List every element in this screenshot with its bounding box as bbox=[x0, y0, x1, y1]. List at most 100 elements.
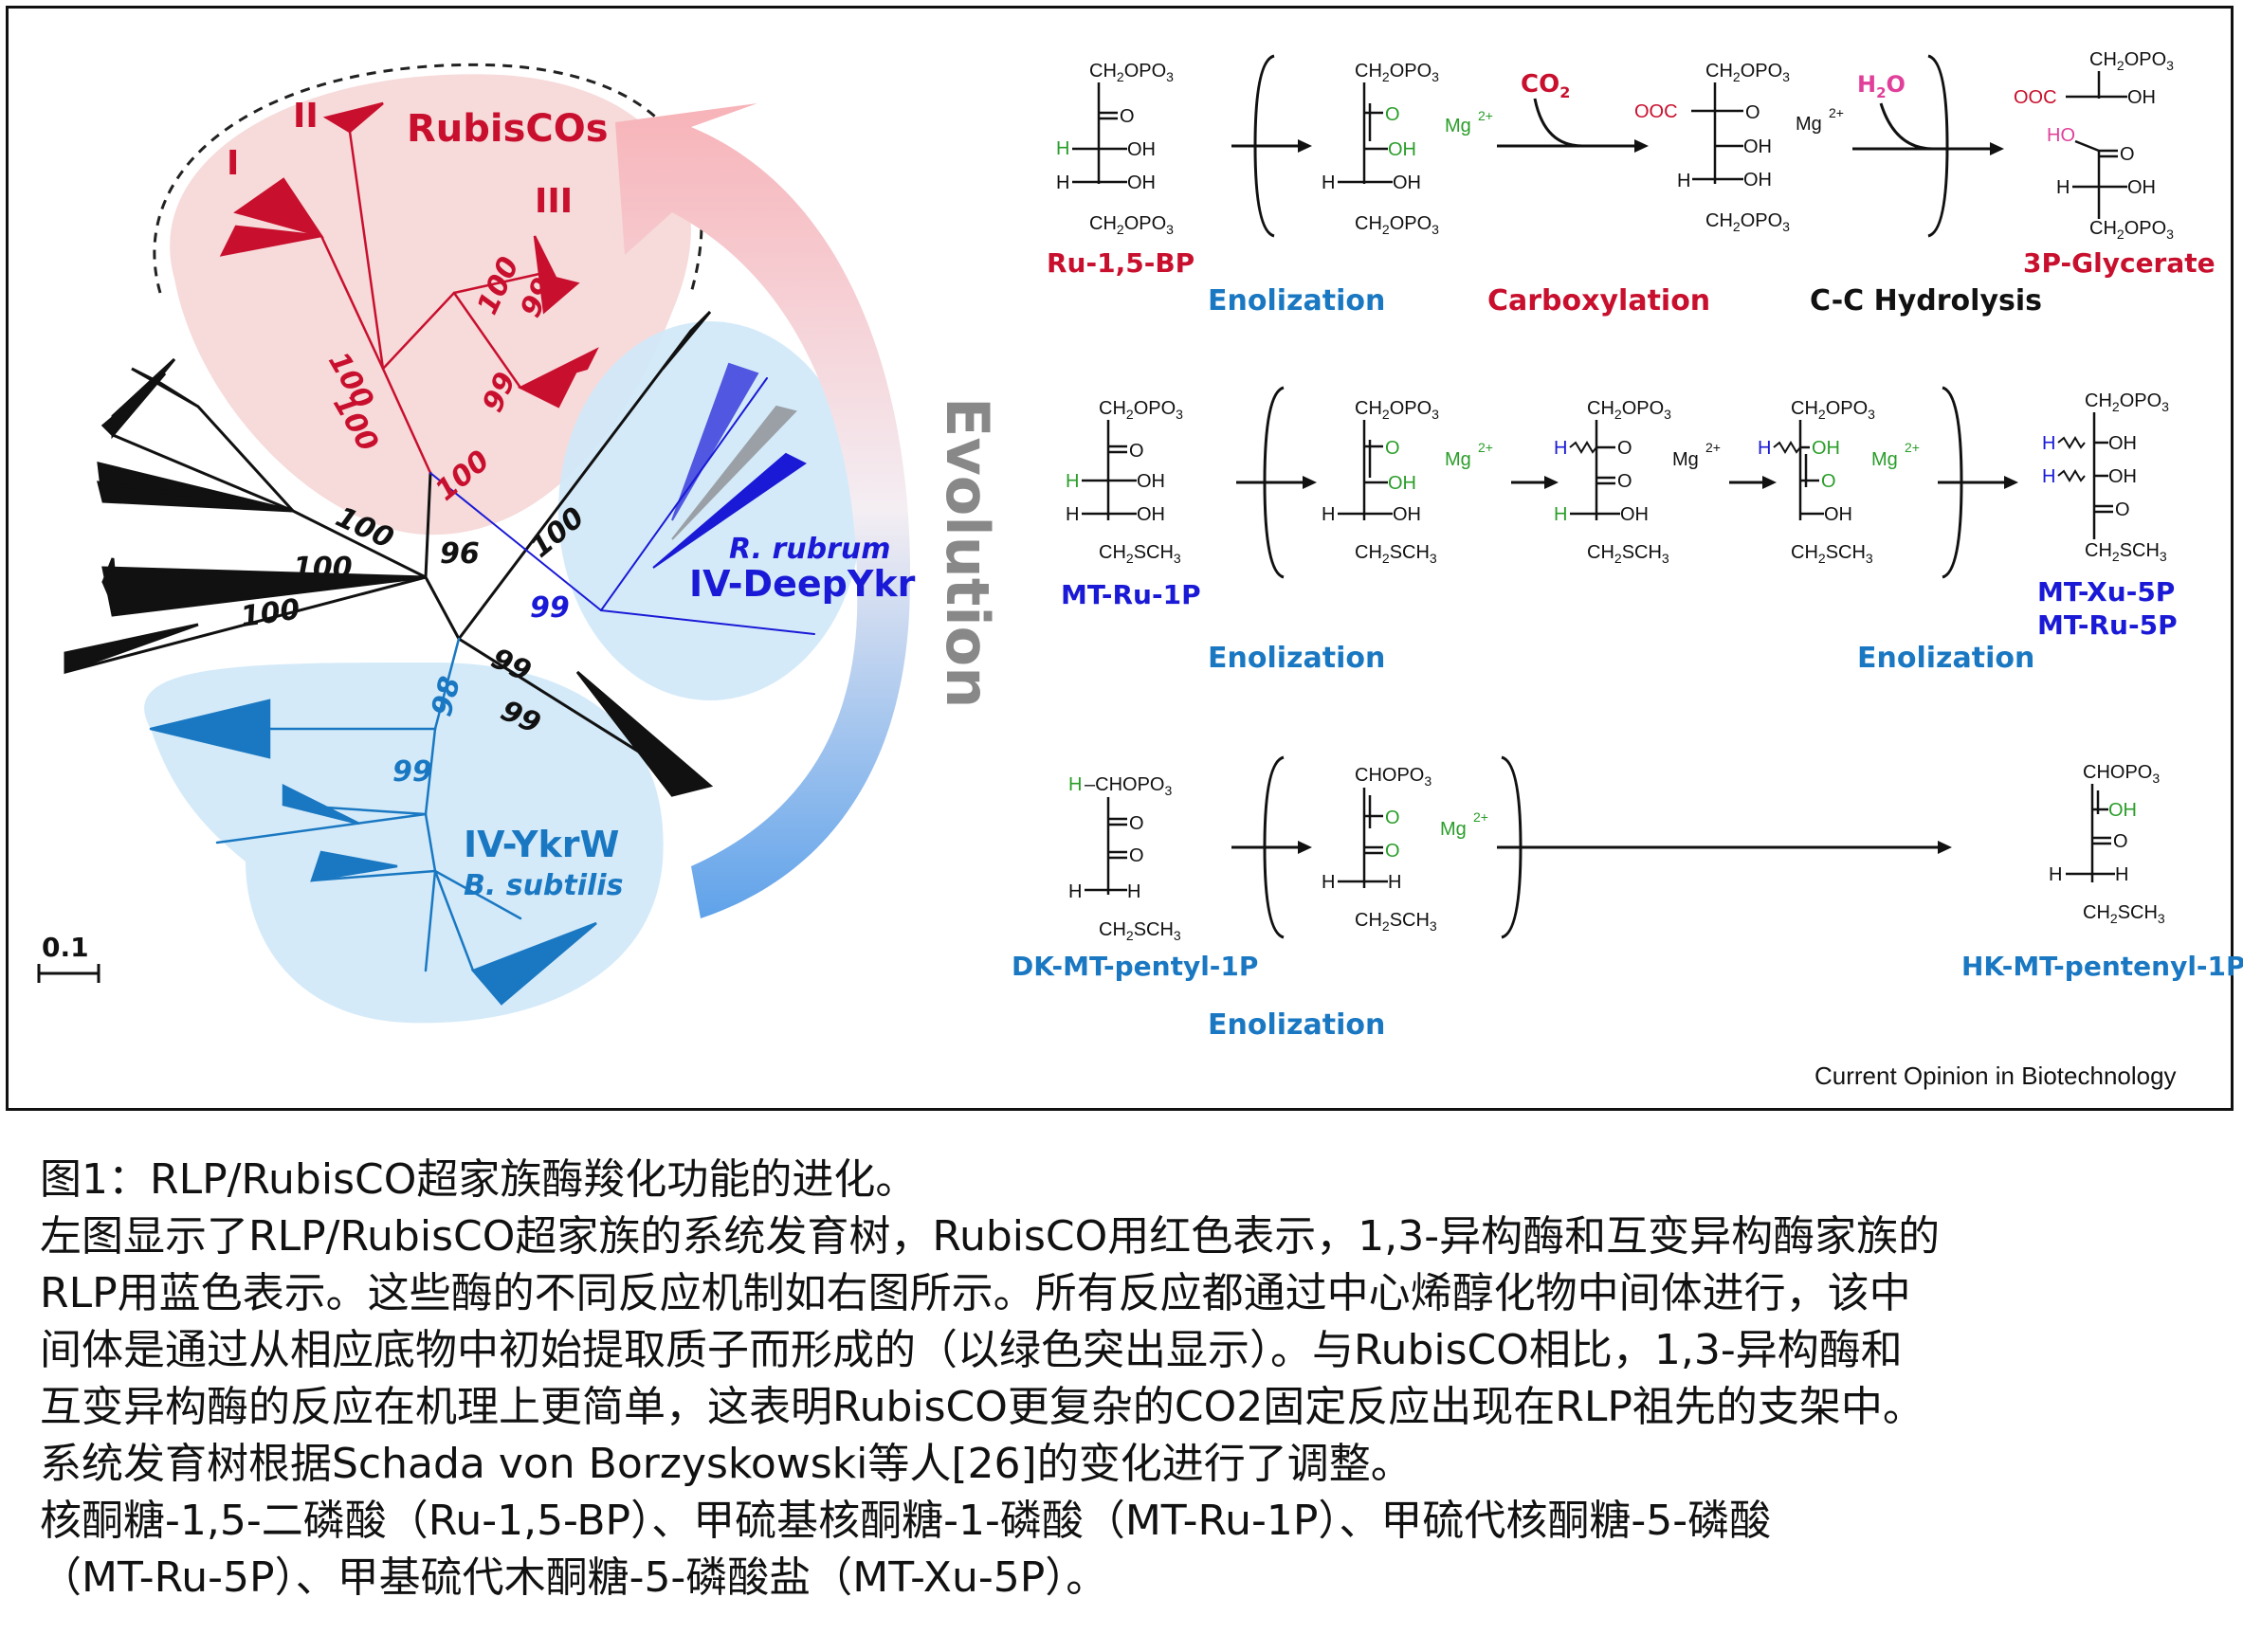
caption-line: 核酮糖-1,5-二磷酸（Ru-1,5-BP）、甲硫基核酮糖-1-磷酸（MT-Ru… bbox=[40, 1497, 1772, 1545]
mtru5p-label: MT-Ru-5P bbox=[2037, 609, 2178, 641]
caption-line: 左图显示了RLP/RubisCO超家族的系统发育树，RubisCO用红色表示，1… bbox=[40, 1212, 1941, 1261]
svg-text:CH2SCH3: CH2SCH3 bbox=[1099, 542, 1181, 566]
ykrw-clade-background bbox=[144, 663, 664, 1024]
svg-text:O: O bbox=[1617, 471, 1632, 492]
svg-text:CH2OPO3: CH2OPO3 bbox=[1705, 61, 1790, 84]
mtxu5p-label: MT-Xu-5P bbox=[2037, 576, 2175, 608]
enediolate-4-structure: CHOPO3 O Mg 2+ O H H CH2SCH3 bbox=[1322, 765, 1488, 934]
svg-text:OH: OH bbox=[1393, 504, 1421, 525]
svg-text:H: H bbox=[2056, 177, 2070, 198]
svg-text:CH2SCH3: CH2SCH3 bbox=[1355, 542, 1437, 566]
svg-text:CH2OPO3: CH2OPO3 bbox=[1099, 398, 1183, 422]
svg-text:O: O bbox=[2113, 831, 2128, 852]
dk-mt-pentyl-1p-structure: H –CHOPO3 O O H H CH2SCH3 bbox=[1068, 774, 1181, 943]
rubisco-clade-dashed-outline bbox=[153, 63, 703, 294]
row2-enolization-1-label: Enolization bbox=[1208, 642, 1385, 675]
row3-enolization-label: Enolization bbox=[1208, 1008, 1385, 1042]
svg-text:O: O bbox=[1745, 102, 1760, 123]
svg-text:O: O bbox=[1385, 841, 1400, 862]
svg-text:CH2OPO3: CH2OPO3 bbox=[2089, 218, 2174, 242]
ykrw-clade-label: IV-YkrW bbox=[464, 824, 619, 865]
svg-text:H: H bbox=[1127, 881, 1140, 902]
form-I-label: I bbox=[227, 144, 239, 183]
ru15bp-structure: CH2OPO3 O H OH H OH CH2OPO3 bbox=[1056, 61, 1174, 237]
svg-text:OH: OH bbox=[2127, 177, 2156, 198]
svg-text:2+: 2+ bbox=[1905, 440, 1920, 455]
caption-line: 间体是通过从相应底物中初始提取质子而形成的（以绿色突出显示）。与RubisCO相… bbox=[40, 1326, 1903, 1374]
journal-credit: Current Opinion in Biotechnology bbox=[1814, 1062, 2177, 1090]
evolution-label: Evolution bbox=[933, 397, 1002, 708]
svg-text:O: O bbox=[2115, 499, 2130, 520]
mtru1p-label: MT-Ru-1P bbox=[1061, 579, 1201, 610]
svg-text:–CHOPO3: –CHOPO3 bbox=[1085, 774, 1172, 798]
hk-mt-pentenyl-1p-structure: CHOPO3 OH O H H CH2SCH3 bbox=[2049, 762, 2165, 926]
scale-bar-label: 0.1 bbox=[42, 932, 89, 963]
svg-text:OH: OH bbox=[1388, 473, 1416, 494]
svg-text:2+: 2+ bbox=[1478, 440, 1493, 455]
caption-title: 图1：RLP/RubisCO超家族酶羧化功能的进化。 bbox=[40, 1155, 918, 1204]
figure-panel: Evolution bbox=[6, 6, 2243, 1111]
svg-text:CHOPO3: CHOPO3 bbox=[1355, 765, 1432, 789]
bootstrap-value: 96 bbox=[440, 537, 480, 571]
figure-graphic: Evolution bbox=[37, 49, 2243, 1090]
svg-text:OH: OH bbox=[1388, 139, 1416, 160]
svg-text:CH2OPO3: CH2OPO3 bbox=[1089, 61, 1174, 84]
figure-caption: 图1：RLP/RubisCO超家族酶羧化功能的进化。 左图显示了RLP/Rubi… bbox=[40, 1152, 2211, 1607]
rubisco-clade-label: RubisCOs bbox=[407, 107, 609, 151]
svg-text:CH2OPO3: CH2OPO3 bbox=[1355, 61, 1439, 84]
bootstrap-value: 100 bbox=[293, 552, 353, 585]
cc-hydrolysis-label: C-C Hydrolysis bbox=[1810, 284, 2042, 318]
hk-mt-pentenyl-1p-label: HK-MT-pentenyl-1P bbox=[1961, 951, 2243, 982]
enediolate-2-structure: CH2OPO3 O Mg 2+ OH H OH CH2SCH3 bbox=[1322, 398, 1493, 566]
svg-text:OH: OH bbox=[1127, 172, 1156, 193]
svg-text:H: H bbox=[1322, 172, 1335, 193]
reaction-row-3: H –CHOPO3 O O H H CH2SCH3 DK-MT-pentyl-1… bbox=[1012, 755, 2243, 1042]
co2-label: CO bbox=[1521, 70, 1559, 99]
svg-text:H: H bbox=[1758, 438, 1771, 459]
svg-text:OH: OH bbox=[1743, 170, 1772, 191]
svg-text:H: H bbox=[2042, 433, 2055, 454]
enediolate-3-structure: CH2OPO3 H OH Mg 2+ O OH CH2SCH3 bbox=[1758, 398, 1920, 566]
svg-text:OH: OH bbox=[2108, 433, 2137, 454]
svg-text:CH2SCH3: CH2SCH3 bbox=[1099, 919, 1181, 943]
svg-text:OH: OH bbox=[1393, 172, 1421, 193]
svg-text:Mg: Mg bbox=[1440, 819, 1467, 840]
svg-text:CH2SCH3: CH2SCH3 bbox=[1791, 542, 1873, 566]
svg-text:OH: OH bbox=[2127, 87, 2156, 108]
svg-text:2+: 2+ bbox=[1473, 809, 1488, 825]
ykrw-species-label: B. subtilis bbox=[464, 869, 623, 902]
evolution-arrow: Evolution bbox=[615, 103, 1002, 918]
svg-text:CH2OPO3: CH2OPO3 bbox=[2089, 49, 2174, 73]
svg-text:CH2OPO3: CH2OPO3 bbox=[1355, 398, 1439, 422]
mtxu5p-structure: CH2OPO3 H OH H OH O CH2SCH3 bbox=[2042, 390, 2169, 564]
svg-text:Mg: Mg bbox=[1445, 116, 1471, 136]
svg-text:CH2SCH3: CH2SCH3 bbox=[1355, 910, 1437, 934]
svg-text:CH2SCH3: CH2SCH3 bbox=[2085, 540, 2167, 564]
svg-text:CH2OPO3: CH2OPO3 bbox=[1705, 210, 1790, 234]
svg-text:O: O bbox=[1385, 808, 1400, 828]
reaction-row-2: CH2OPO3 O H OH H OH CH2SCH3 MT-Ru-1P CH2… bbox=[1061, 386, 2178, 675]
phylogenetic-tree bbox=[64, 101, 815, 1006]
svg-text:CH2OPO3: CH2OPO3 bbox=[1089, 213, 1174, 237]
svg-text:H: H bbox=[1068, 774, 1082, 795]
dk-mt-pentyl-1p-label: DK-MT-pentyl-1P bbox=[1012, 951, 1258, 982]
svg-text:H: H bbox=[2115, 864, 2128, 885]
svg-text:OH: OH bbox=[2108, 466, 2137, 487]
svg-text:CH2SCH3: CH2SCH3 bbox=[1587, 542, 1669, 566]
svg-text:H: H bbox=[1388, 872, 1401, 893]
bootstrap-value: 99 bbox=[392, 755, 432, 789]
h2o-label: H bbox=[1857, 71, 1876, 98]
svg-text:OH: OH bbox=[1620, 504, 1649, 525]
svg-text:H: H bbox=[1322, 504, 1335, 525]
svg-text:Mg: Mg bbox=[1445, 449, 1471, 470]
svg-text:CH2SCH3: CH2SCH3 bbox=[2083, 902, 2165, 926]
caption-line: 系统发育树根据Schada von Borzyskowski等人[26]的变化进… bbox=[40, 1440, 1413, 1488]
row1-enolization-label: Enolization bbox=[1208, 284, 1385, 318]
svg-text:O: O bbox=[1129, 845, 1144, 866]
caption-line: 互变异构酶的反应在机理上更简单，这表明RubisCO更复杂的CO2固定反应出现在… bbox=[40, 1383, 1924, 1431]
svg-text:CH2OPO3: CH2OPO3 bbox=[1791, 398, 1875, 422]
svg-text:OOC: OOC bbox=[1634, 101, 1678, 122]
svg-text:HO: HO bbox=[2047, 125, 2075, 146]
svg-text:2+: 2+ bbox=[1829, 105, 1844, 120]
caption-line: （MT-Ru-5P）、甲基硫代木酮糖-5-磷酸盐（MT-Xu-5P）。 bbox=[40, 1553, 1108, 1602]
